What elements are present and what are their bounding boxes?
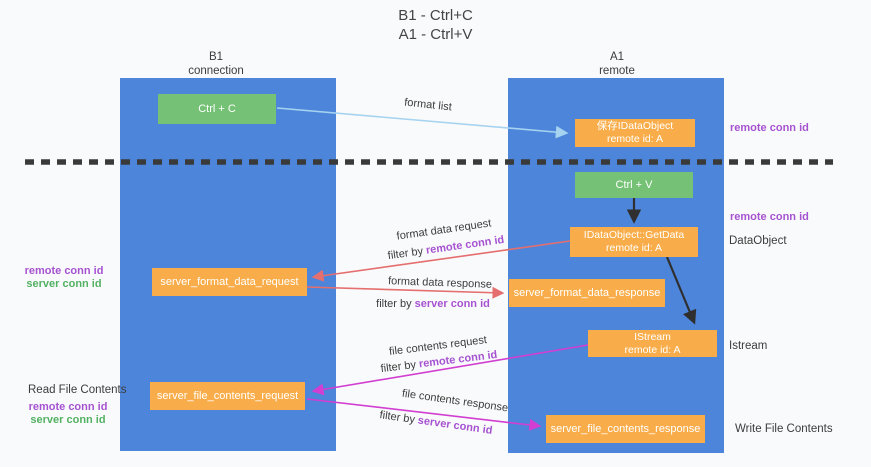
- label-write-file-contents: Write File Contents: [735, 423, 833, 435]
- node-idataobject-getdata: IDataObject::GetData remote id: A: [570, 227, 698, 257]
- diagram-title: B1 - Ctrl+C A1 - Ctrl+V: [0, 6, 871, 44]
- label-conn-ids-bottom-left: remote conn id server conn id: [24, 401, 112, 427]
- node-server-format-data-response-label: server_format_data_response: [513, 286, 661, 299]
- filter-prefix: filter by: [376, 298, 415, 310]
- filter-key-remote-conn-id: remote conn id: [425, 233, 505, 257]
- node-ctrl-c: Ctrl + C: [158, 94, 276, 124]
- filter-key-server-conn-id: server conn id: [414, 298, 490, 310]
- title-line-2: A1 - Ctrl+V: [398, 26, 473, 43]
- node-server-format-data-response: server_format_data_response: [509, 279, 665, 307]
- column-b1-role: connection: [188, 65, 244, 77]
- label-istream: Istream: [729, 340, 768, 352]
- node-istream-line1: IStream: [634, 330, 671, 343]
- column-b1-name: B1: [208, 51, 224, 63]
- label-remote-conn-id-top-right: remote conn id: [730, 122, 809, 134]
- node-ctrl-v-label: Ctrl + V: [615, 178, 653, 191]
- column-a1-name: A1: [609, 51, 625, 63]
- node-ctrl-c-label: Ctrl + C: [198, 102, 236, 115]
- edge-label-format-data-response: format data response: [387, 275, 493, 291]
- node-server-file-contents-request-label: server_file_contents_request: [156, 389, 299, 402]
- node-save-idataobject-line2: remote id: A: [606, 133, 664, 145]
- node-istream: IStream remote id: A: [588, 330, 717, 357]
- label-dataobject: DataObject: [729, 235, 787, 247]
- node-save-idataobject-line1: 保存IDataObject: [596, 120, 674, 132]
- node-ctrl-v: Ctrl + V: [575, 172, 693, 198]
- label-server-conn-id-bottom-left: server conn id: [30, 414, 106, 426]
- node-server-format-data-request-label: server_format_data_request: [160, 275, 299, 288]
- node-server-file-contents-response-label: server_file_contents_response: [550, 422, 701, 435]
- edge-filter-file-contents-response: filter by server conn id: [378, 409, 495, 437]
- node-istream-line2: remote id: A: [624, 343, 681, 356]
- node-server-file-contents-request: server_file_contents_request: [150, 382, 305, 410]
- column-a1-role: remote: [599, 65, 635, 77]
- filter-prefix: filter by: [387, 244, 427, 263]
- filter-key-server-conn-id: server conn id: [416, 414, 494, 437]
- node-server-format-data-request: server_format_data_request: [152, 268, 307, 296]
- label-read-file-contents: Read File Contents: [28, 384, 127, 396]
- edge-label-file-contents-response: file contents response: [401, 387, 509, 415]
- column-header-b1: B1 connection: [156, 50, 276, 78]
- filter-prefix: filter by: [380, 358, 420, 376]
- label-remote-conn-id-mid-right: remote conn id: [730, 211, 809, 223]
- label-remote-conn-id-mid-left: remote conn id: [24, 265, 104, 277]
- label-conn-ids-mid-left: remote conn id server conn id: [20, 265, 108, 291]
- node-idataobject-getdata-line1: IDataObject::GetData: [583, 229, 685, 241]
- node-save-idataobject: 保存IDataObject remote id: A: [575, 119, 695, 147]
- label-server-conn-id-mid-left: server conn id: [26, 278, 102, 290]
- node-idataobject-getdata-line2: remote id: A: [605, 242, 663, 254]
- edge-filter-format-data-response: filter by server conn id: [374, 298, 492, 310]
- title-line-1: B1 - Ctrl+C: [398, 7, 473, 24]
- filter-prefix: filter by: [378, 409, 419, 427]
- edge-label-format-list: format list: [403, 96, 453, 114]
- node-server-file-contents-response: server_file_contents_response: [546, 415, 705, 443]
- label-remote-conn-id-bottom-left: remote conn id: [28, 401, 108, 413]
- column-header-a1: A1 remote: [557, 50, 677, 78]
